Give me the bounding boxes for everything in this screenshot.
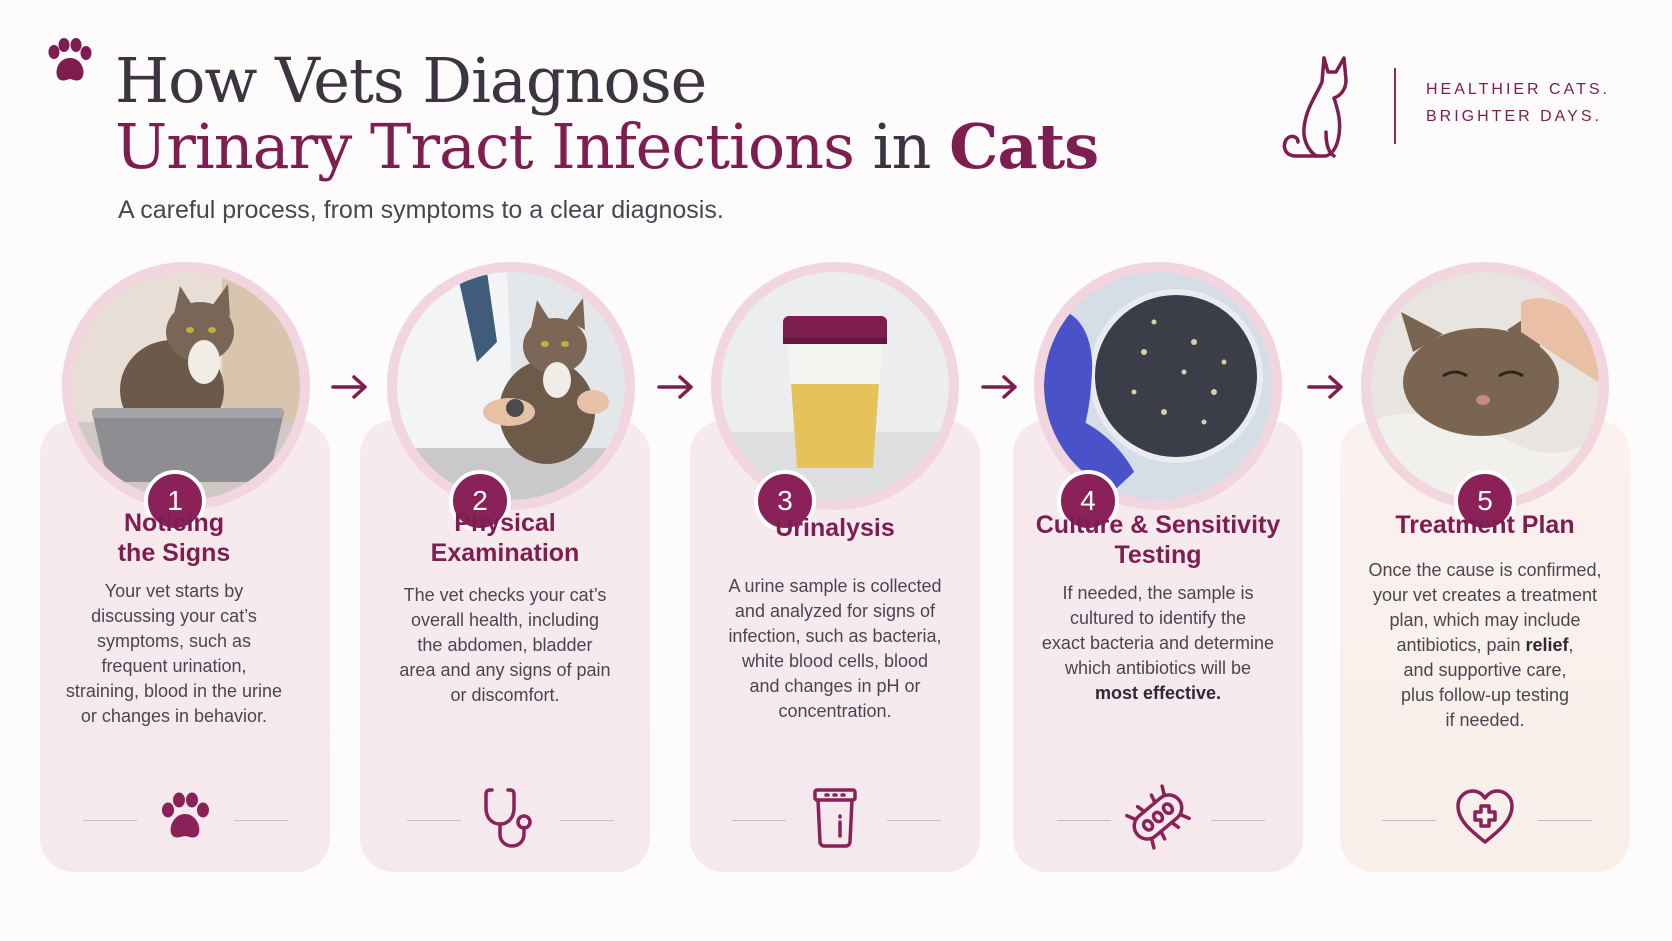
step-photo-4 <box>1034 262 1282 510</box>
step-desc-5-line: Once the cause is confirmed, <box>1368 560 1602 580</box>
step-desc-5-line: plan, which may include <box>1389 610 1581 630</box>
step-desc-4-line: If needed, the sample is <box>1062 583 1254 603</box>
urine-sample-cup-image <box>721 272 949 500</box>
page-title-line2: Urinary Tract Infections in Cats <box>115 110 1099 183</box>
step-desc-5-line: plus follow-up testing <box>1400 685 1570 705</box>
step-desc-4-bold: most effective. <box>1094 683 1222 703</box>
page-subtitle: A careful process, from symptoms to a cl… <box>118 196 724 224</box>
title-mid-word: in <box>872 110 932 183</box>
step-desc-5-line: your vet creates a treatment <box>1372 585 1598 605</box>
tagline-line2: BRIGHTER DAYS. <box>1426 108 1602 125</box>
title-end-word: Cats <box>949 110 1099 183</box>
sitting-cat-outline-icon <box>1282 56 1348 158</box>
step-title-4-line2: Testing <box>1114 541 1202 569</box>
stethoscope-icon <box>484 788 532 848</box>
step-title-4-line1: Culture & Sensitivity <box>1035 511 1281 539</box>
page-title-line1: How Vets Diagnose <box>115 44 707 117</box>
tagline-line1: HEALTHIER CATS. <box>1426 81 1610 98</box>
step-desc-4: If needed, the sample is cultured to ide… <box>1013 581 1303 706</box>
step-desc-5-text: antibiotics, pain <box>1396 635 1526 655</box>
divider-line <box>560 820 614 821</box>
step-photo-2 <box>387 262 635 510</box>
heart-plus-icon <box>1456 789 1514 844</box>
step-desc-2-line: The vet checks your cat’s <box>403 585 607 605</box>
step-desc-2-line: or discomfort. <box>450 685 560 705</box>
step-desc-4-line: cultured to identify the <box>1069 608 1247 628</box>
step-desc-1-line: frequent urination, <box>101 656 247 676</box>
step-desc-3-line: and analyzed for signs of <box>734 601 936 621</box>
bacteria-icon <box>1125 784 1191 850</box>
title-highlight: Urinary Tract Infections <box>115 110 855 183</box>
step-desc-4-line: exact bacteria and determine <box>1041 633 1275 653</box>
step-title-1: Noticing the Signs <box>29 508 319 568</box>
divider-line <box>1057 820 1111 821</box>
step-desc-3-line: A urine sample is collected <box>728 576 942 596</box>
divider-line <box>732 820 786 821</box>
step-number-badge-1: 1 <box>144 470 206 532</box>
petri-dish-culture-image <box>1044 272 1272 500</box>
next-step-arrow-icon <box>981 375 1017 399</box>
step-desc-1-line: discussing your cat’s <box>91 606 257 626</box>
step-desc-3-line: concentration. <box>778 701 892 721</box>
step-desc-1-line: symptoms, such as <box>96 631 252 651</box>
step-title-2-line1: Physical <box>454 509 556 537</box>
step-number-badge-2: 2 <box>449 470 511 532</box>
step-title-5-line1: Treatment Plan <box>1395 511 1575 539</box>
step-desc-5-text: , <box>1568 635 1574 655</box>
step-desc-5-bold: relief <box>1525 635 1569 655</box>
divider-line <box>887 820 941 821</box>
step-desc-2-line: the abdomen, bladder <box>417 635 593 655</box>
divider-line <box>1382 820 1436 821</box>
next-step-arrow-icon <box>331 375 367 399</box>
step-desc-3-line: and changes in pH or <box>749 676 921 696</box>
tagline: HEALTHIER CATS. BRIGHTER DAYS. <box>1426 76 1610 130</box>
relaxed-cat-being-petted-image <box>1371 272 1599 500</box>
step-photo-5 <box>1361 262 1609 510</box>
divider-line <box>407 820 461 821</box>
divider-line <box>83 820 137 821</box>
step-title-3: Urinalysis <box>690 513 980 543</box>
step-title-2-line2: Examination <box>430 539 580 567</box>
step-title-4: Culture & Sensitivity Testing <box>1013 510 1303 570</box>
step-desc-3-line: infection, such as bacteria, <box>728 626 942 646</box>
step-title-2: Physical Examination <box>360 508 650 568</box>
next-step-arrow-icon <box>1307 375 1343 399</box>
step-desc-1-line: Your vet starts by <box>104 581 244 601</box>
step-desc-2-line: overall health, including <box>410 610 600 630</box>
step-number-badge-4: 4 <box>1057 470 1119 532</box>
step-desc-1-line: or changes in behavior. <box>80 706 268 726</box>
step-desc-1: Your vet starts by discussing your cat’s… <box>29 579 319 729</box>
divider-line <box>234 820 288 821</box>
tagline-divider <box>1394 68 1396 144</box>
step-desc-3-line: white blood cells, blood <box>741 651 929 671</box>
step-desc-2: The vet checks your cat’s overall health… <box>360 583 650 708</box>
step-desc-5-line: and supportive care, <box>1403 660 1567 680</box>
sample-cup-icon <box>813 788 857 848</box>
vet-examining-cat-image <box>397 272 625 500</box>
divider-line <box>1538 820 1592 821</box>
paw-icon <box>162 792 209 838</box>
step-desc-5: Once the cause is confirmed, your vet cr… <box>1340 558 1630 733</box>
step-desc-1-line: straining, blood in the urine <box>65 681 283 701</box>
step-desc-5-line: if needed. <box>1445 710 1525 730</box>
step-desc-5-line: antibiotics, pain relief, <box>1340 633 1630 658</box>
step-title-1-line1: Noticing <box>124 509 224 537</box>
step-desc-4-line: most effective. <box>1013 681 1303 706</box>
step-photo-3 <box>711 262 959 510</box>
step-desc-3: A urine sample is collected and analyzed… <box>690 574 980 724</box>
cat-in-litter-box-image <box>72 272 300 500</box>
step-desc-4-line: which antibiotics will be <box>1064 658 1252 678</box>
step-title-1-line2: the Signs <box>117 539 231 567</box>
paw-logo-icon <box>48 38 92 81</box>
step-desc-2-line: area and any signs of pain <box>399 660 611 680</box>
step-number-badge-5: 5 <box>1454 470 1516 532</box>
next-step-arrow-icon <box>657 375 693 399</box>
step-title-5: Treatment Plan <box>1340 510 1630 540</box>
step-title-3-line1: Urinalysis <box>775 514 895 542</box>
step-number-badge-3: 3 <box>754 470 816 532</box>
divider-line <box>1211 820 1265 821</box>
